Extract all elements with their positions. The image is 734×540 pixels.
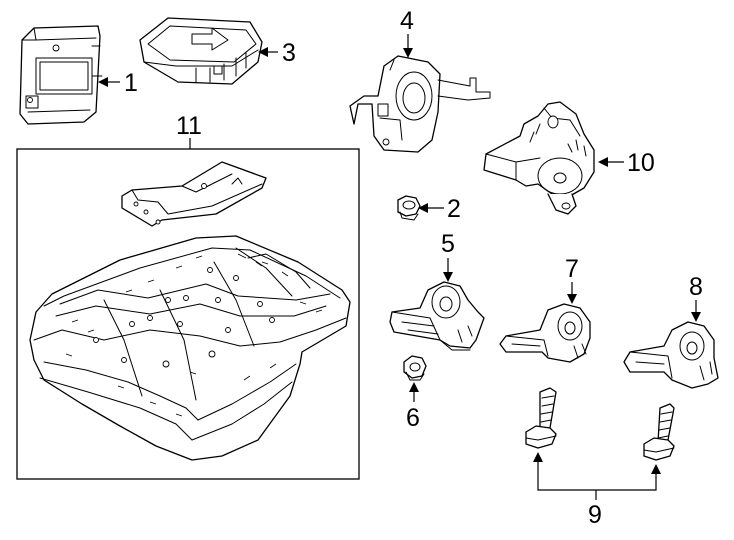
- callout-3: 3: [282, 39, 296, 67]
- arrowhead-5: [443, 272, 453, 282]
- part-3-module-cover[interactable]: [139, 17, 263, 85]
- part-4-bracket[interactable]: [349, 55, 491, 153]
- arrowhead-10: [598, 157, 608, 167]
- part-2-nut[interactable]: [397, 195, 421, 221]
- callout-6: 6: [406, 404, 420, 432]
- arrowhead-1: [98, 77, 108, 87]
- arrowhead-3: [258, 47, 268, 57]
- callout-10: 10: [627, 149, 655, 177]
- callout-8: 8: [689, 273, 703, 301]
- leader-9: [537, 460, 657, 500]
- part-6-nut[interactable]: [403, 355, 427, 381]
- callout-4: 4: [400, 7, 414, 35]
- callout-1: 1: [124, 69, 138, 97]
- part-11-frame: [16, 148, 360, 480]
- part-9-bolt-left[interactable]: [525, 387, 557, 449]
- arrowhead-6: [409, 382, 419, 392]
- callout-7: 7: [565, 255, 579, 283]
- callout-2: 2: [447, 195, 461, 223]
- arrowhead-2: [418, 203, 428, 213]
- part-8-sensor[interactable]: [623, 321, 719, 389]
- part-7-sensor[interactable]: [499, 303, 591, 363]
- arrowhead-9-left: [533, 452, 543, 462]
- part-9-bolt-right[interactable]: [643, 403, 675, 461]
- callout-5: 5: [441, 230, 455, 258]
- callout-11: 11: [176, 112, 202, 140]
- part-10-sensor[interactable]: [483, 101, 595, 215]
- arrowhead-8: [691, 312, 701, 322]
- arrowhead-7: [567, 294, 577, 304]
- callout-9: 9: [588, 501, 602, 529]
- part-1-control-module[interactable]: [19, 25, 103, 125]
- part-11-seat-cushion[interactable]: [29, 161, 351, 461]
- part-5-sensor[interactable]: [389, 281, 485, 351]
- arrowhead-4: [403, 48, 413, 58]
- arrowhead-9-right: [651, 464, 661, 474]
